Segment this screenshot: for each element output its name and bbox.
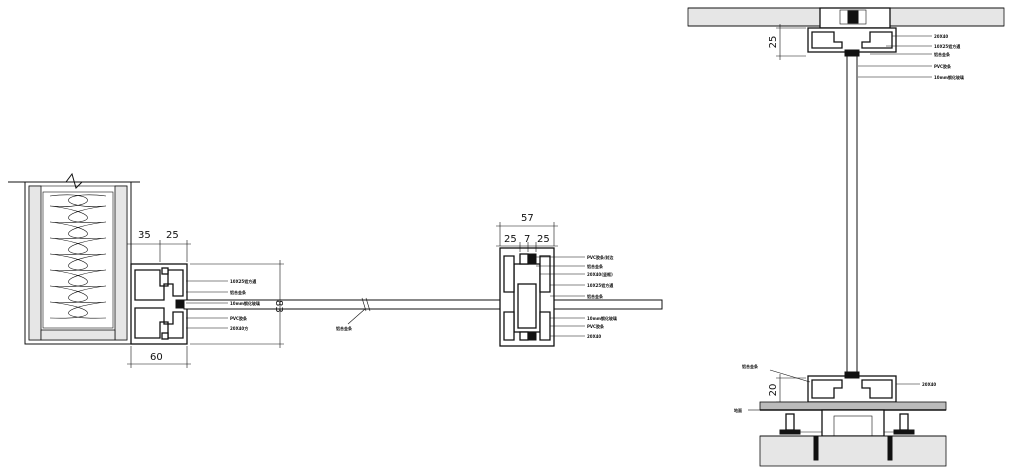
mid-annotations: PVC胶条/封边 铝合金条 20X40(竖框) 10X25铝方通 铝合金条 10…	[536, 254, 617, 339]
dim-83: 83	[273, 300, 284, 313]
glass-pane-horizontal	[183, 297, 663, 312]
mid-frame-profile	[499, 247, 555, 347]
note-left-0: 10X25铝方通	[230, 278, 256, 284]
dim-35: 35	[138, 230, 151, 241]
note-left-2: 10mm钢化玻璃	[230, 300, 260, 306]
floor-structure	[759, 401, 947, 467]
note-left-1: 铝合金条	[230, 289, 246, 295]
note-mid-4: 铝合金条	[587, 293, 603, 299]
left-frame-profile	[130, 263, 188, 345]
mid-dimensions: 57 25 7 25	[496, 213, 558, 252]
dim-mid-left: 25	[504, 234, 517, 245]
dim-57: 57	[521, 213, 534, 224]
dim-top-25: 25	[768, 36, 779, 49]
note-bottom-mid: 铝合金条	[336, 325, 352, 331]
ceiling-slab	[687, 7, 1005, 29]
dim-mid-right: 25	[537, 234, 550, 245]
note-mid-2: 20X40(竖框)	[587, 271, 613, 277]
note-mid-1: 铝合金条	[587, 263, 603, 269]
note-mid-0: PVC胶条/封边	[587, 254, 614, 260]
note-bottom-left: 铝合金条	[742, 363, 758, 369]
dim-mid-gap: 7	[524, 234, 530, 245]
note-top-2: 铝合金条	[934, 51, 950, 57]
left-annotations: 10X25铝方通 铝合金条 10mm钢化玻璃 PVC胶条 20X40方 铝合金条	[186, 278, 366, 331]
bottom-annotations: 铝合金条 20X40 地面	[734, 363, 936, 413]
top-dimension: 25	[768, 24, 806, 60]
note-top-4: 10mm钢化玻璃	[934, 74, 964, 80]
note-mid-3: 10X25铝方通	[587, 282, 613, 288]
top-rail-profile	[807, 27, 897, 57]
note-mid-6: PVC胶条	[587, 323, 604, 329]
dim-bottom-20: 20	[768, 384, 779, 397]
note-top-3: PVC胶条	[934, 63, 951, 69]
note-left-4: 20X40方	[230, 325, 248, 331]
note-mid-7: 20X40	[587, 334, 601, 339]
bottom-rail-profile	[807, 371, 897, 403]
note-left-3: PVC胶条	[230, 315, 247, 321]
wall-section	[8, 172, 140, 345]
dim-25: 25	[166, 230, 179, 241]
note-bottom-right: 20X40	[922, 382, 936, 387]
left-dimensions: 35 25 60 83	[127, 230, 284, 368]
glass-pane-vertical	[846, 55, 858, 377]
note-top-0: 20X40	[934, 34, 948, 39]
note-top-1: 10X25铝方通	[934, 43, 960, 49]
note-floor: 地面	[734, 407, 742, 413]
dim-60: 60	[150, 352, 163, 363]
top-right-annotations: 20X40 10X25铝方通 铝合金条 PVC胶条 10mm钢化玻璃	[858, 34, 964, 80]
note-mid-5: 10mm钢化玻璃	[587, 315, 617, 321]
